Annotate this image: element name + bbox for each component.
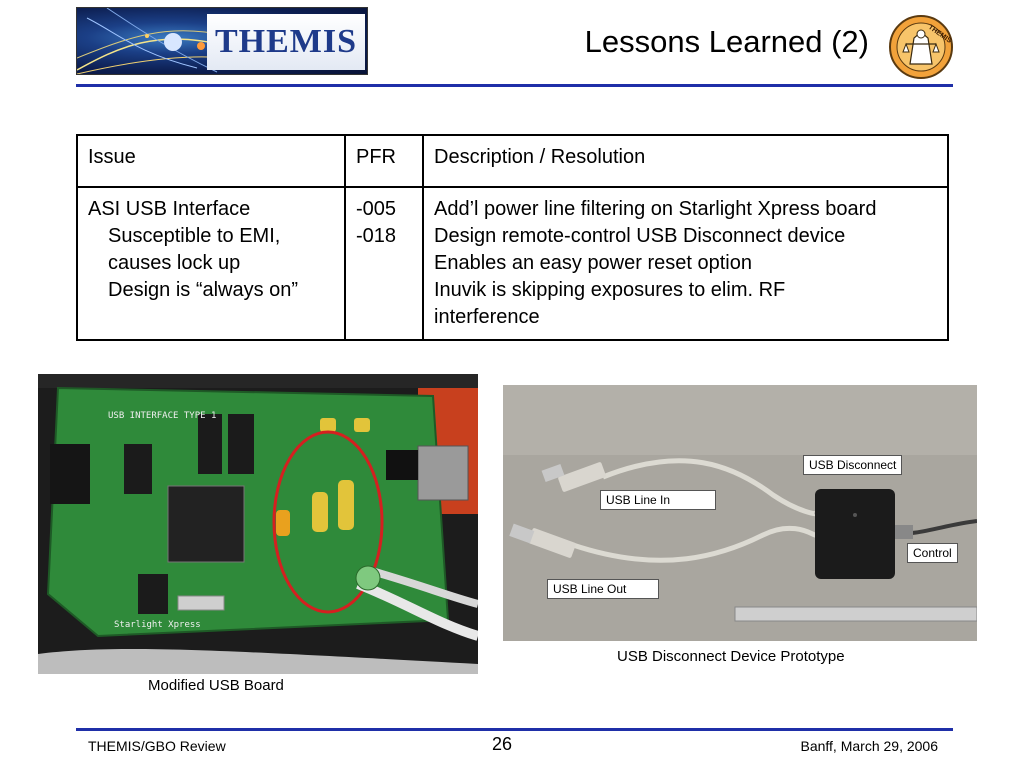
pfr-cell: -005 -018 [344, 186, 424, 341]
issue-line: Design is “always on” [108, 279, 299, 301]
description-cell: Add’l power line filtering on Starlight … [422, 186, 949, 341]
lessons-table: Issue PFR Description / Resolution ASI U… [76, 134, 949, 341]
magnetosphere-graphic [77, 8, 228, 74]
themis-seal-icon: THEMIS [889, 15, 953, 79]
header-rule [76, 84, 953, 87]
description-line: Add’l power line filtering on Starlight … [434, 198, 877, 220]
usb-board-illustration: USB INTERFACE TYPE 1 Starlight Xpress [38, 374, 478, 674]
table-header-row: Issue PFR Description / Resolution [76, 134, 949, 188]
board-label: USB INTERFACE TYPE 1 [108, 411, 216, 421]
pfr-number: -005 [356, 198, 397, 220]
logo-wordmark: THEMIS [207, 14, 365, 70]
issue-line: Susceptible to EMI, [108, 225, 281, 247]
label-usb-line-in: USB Line In [600, 490, 716, 510]
footer-rule [76, 728, 953, 731]
usb-board-caption: Modified USB Board [148, 677, 284, 694]
header-description: Description / Resolution [422, 134, 949, 188]
table-row: ASI USB Interface Susceptible to EMI, ca… [76, 186, 949, 341]
label-control: Control [907, 543, 958, 563]
board-footer-label: Starlight Xpress [114, 620, 201, 630]
description-line: Enables an easy power reset option [434, 252, 752, 274]
issue-title: ASI USB Interface [88, 198, 251, 220]
header-issue: Issue [76, 134, 346, 188]
label-usb-line-out: USB Line Out [547, 579, 659, 599]
description-line: Design remote-control USB Disconnect dev… [434, 225, 846, 247]
label-usb-disconnect: USB Disconnect [803, 455, 903, 475]
usb-board-photo: USB INTERFACE TYPE 1 Starlight Xpress [38, 374, 478, 674]
page-number: 26 [492, 734, 513, 754]
description-line: interference [434, 306, 540, 328]
usb-disconnect-illustration [503, 385, 977, 641]
page-title: Lessons Learned (2) [584, 24, 869, 59]
header-pfr: PFR [344, 134, 424, 188]
usb-disconnect-photo: USB Disconnect USB Line In Control USB L… [503, 385, 977, 641]
footer-right: Banff, March 29, 2006 [800, 738, 939, 754]
usb-disconnect-caption: USB Disconnect Device Prototype [617, 648, 845, 665]
footer-left: THEMIS/GBO Review [88, 738, 226, 754]
issue-line: causes lock up [108, 252, 241, 274]
themis-logo: THEMIS [76, 7, 368, 75]
pfr-number: -018 [356, 225, 397, 247]
issue-cell: ASI USB Interface Susceptible to EMI, ca… [76, 186, 346, 341]
description-line: Inuvik is skipping exposures to elim. RF [434, 279, 786, 301]
